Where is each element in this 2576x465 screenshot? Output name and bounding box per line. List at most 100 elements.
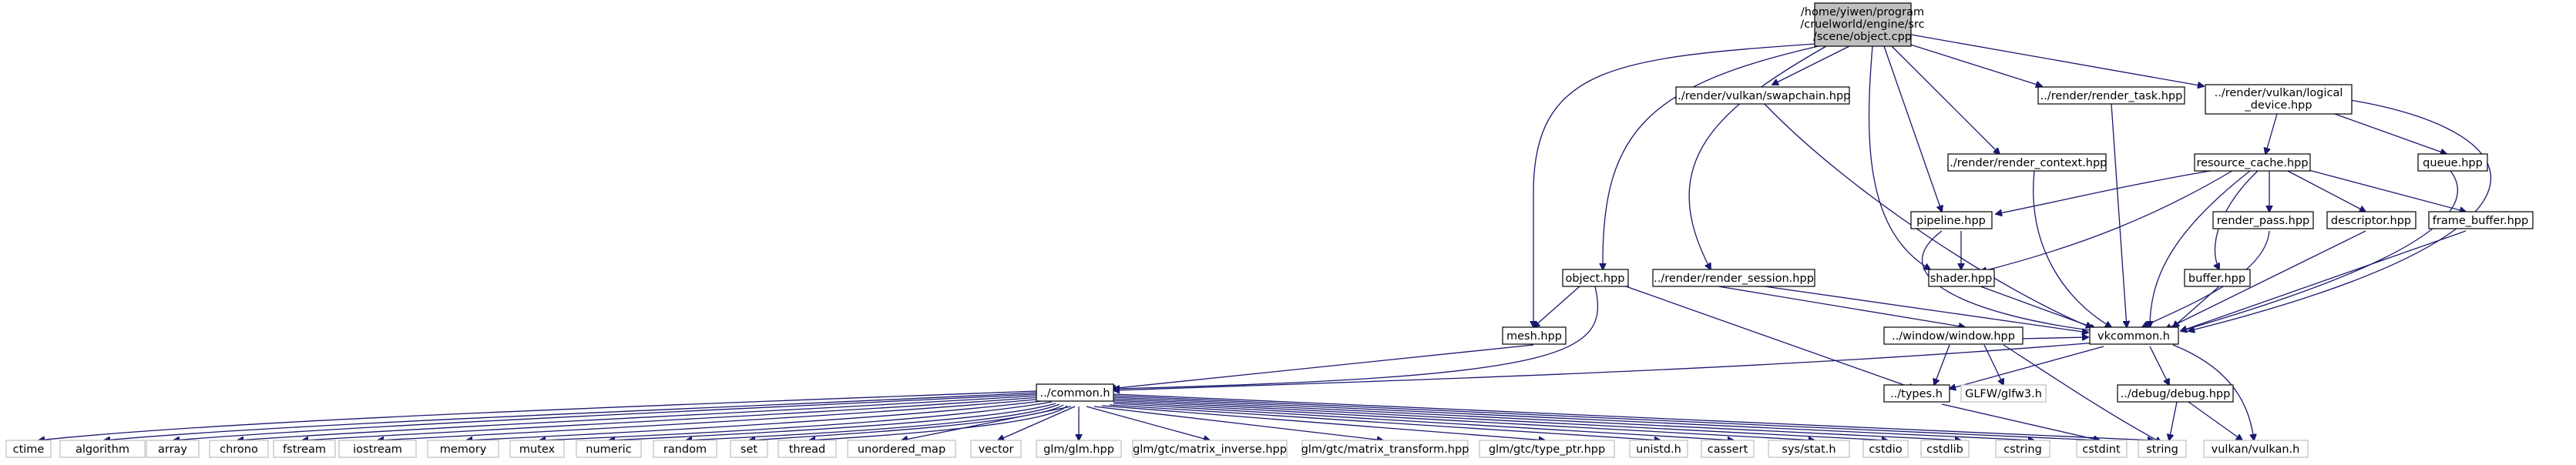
edge-swapchain-vkcommon — [1764, 103, 2096, 330]
node-system-header[interactable]: cassert — [1701, 440, 1755, 458]
edge-root-render-context — [1891, 45, 2000, 154]
node-label: /cruelworld/engine/src — [1800, 18, 1924, 31]
node-frame-buffer[interactable]: frame_buffer.hpp — [2428, 211, 2534, 229]
node-label: shader.hpp — [1930, 273, 1993, 285]
node-types[interactable]: ../types.h — [1883, 384, 1950, 403]
node-system-header[interactable]: cstdlib — [1920, 440, 1970, 458]
node-label: chrono — [220, 443, 258, 456]
node-queue[interactable]: queue.hpp — [2417, 153, 2488, 172]
edge-root-pipeline — [1883, 45, 1942, 212]
node-label: cstring — [2003, 443, 2042, 456]
node-system-header[interactable]: unordered_map — [847, 440, 956, 458]
node-label: algorithm — [76, 443, 129, 456]
edge-types-cstdint — [1941, 403, 2100, 440]
node-label: memory — [440, 443, 487, 456]
edge-vkcommon-debug — [2149, 346, 2169, 385]
node-render-task[interactable]: ../render/render_task.hpp — [2037, 86, 2185, 105]
node-system-header[interactable]: glm/gtc/matrix_inverse.hpp — [1132, 440, 1288, 458]
node-shader[interactable]: shader.hpp — [1928, 269, 1995, 287]
node-render-context[interactable]: ../render/render_context.hpp — [1946, 153, 2107, 172]
node-descriptor[interactable]: descriptor.hpp — [2326, 211, 2416, 229]
node-system-header[interactable]: cstring — [1995, 440, 2050, 458]
node-render-session[interactable]: ../render/render_session.hpp — [1652, 269, 1815, 287]
node-system-header[interactable]: chrono — [209, 440, 269, 458]
edge-logical-vkcommon — [2188, 99, 2492, 331]
edge-common-matrix-inverse — [1086, 406, 1210, 440]
node-label: GLFW/glfw3.h — [1965, 388, 2042, 400]
edge-buffer-vkcommon — [2173, 286, 2220, 327]
node-buffer[interactable]: buffer.hpp — [2184, 269, 2251, 287]
node-label: array — [158, 443, 187, 456]
edge-render-task-vkcommon — [2111, 103, 2127, 327]
node-system-header[interactable]: cstdio — [1862, 440, 1909, 458]
node-system-header[interactable]: glm/glm.hpp — [1036, 440, 1122, 458]
node-system-header[interactable]: mutex — [509, 440, 565, 458]
node-label: object.hpp — [1566, 273, 1625, 285]
node-cstdint[interactable]: cstdint — [2076, 440, 2128, 458]
node-system-header[interactable]: memory — [427, 440, 499, 458]
edge-queue-vkcommon — [2181, 170, 2458, 331]
edge-pipeline-vkcommon — [1922, 230, 2096, 331]
node-label: vulkan/vulkan.h — [2212, 443, 2300, 456]
edge-common-ctime — [39, 390, 1037, 440]
edge-debug-string — [2169, 401, 2178, 440]
node-common[interactable]: ../common.h — [1036, 383, 1114, 402]
edge-common-cassert — [1113, 403, 1734, 440]
node-glfw[interactable]: GLFW/glfw3.h — [1960, 384, 2047, 403]
edge-debug-vulkan — [2188, 401, 2242, 440]
node-system-header[interactable]: iostream — [338, 440, 417, 458]
node-system-header[interactable]: unistd.h — [1629, 440, 1688, 458]
edge-root-shader — [1868, 45, 1930, 269]
edge-logical-resource-cache — [2265, 113, 2278, 154]
node-debug[interactable]: ../debug/debug.hpp — [2117, 384, 2234, 403]
edge-root-logical — [1910, 34, 2204, 86]
node-system-header[interactable]: random — [653, 440, 717, 458]
node-label: resource_cache.hpp — [2196, 157, 2308, 169]
node-system-header[interactable]: vector — [970, 440, 1022, 458]
node-system-header[interactable]: set — [730, 440, 768, 458]
node-logical-device[interactable]: ../render/vulkan/logical _device.hpp — [2205, 84, 2353, 115]
node-vulkan[interactable]: vulkan/vulkan.h — [2203, 440, 2309, 458]
node-window[interactable]: ../window/window.hpp — [1883, 326, 2024, 345]
node-system-header[interactable]: thread — [778, 440, 837, 458]
node-system-header[interactable]: sys/stat.h — [1768, 440, 1850, 458]
edge-frame-buffer-vkcommon — [2181, 230, 2467, 331]
node-string[interactable]: string — [2138, 440, 2187, 458]
node-render-pass[interactable]: render_pass.hpp — [2212, 211, 2314, 229]
node-label: queue.hpp — [2423, 157, 2483, 169]
node-label: unistd.h — [1636, 443, 1681, 456]
node-label: ctime — [13, 443, 45, 456]
node-resource-cache[interactable]: resource_cache.hpp — [2194, 153, 2311, 172]
node-swapchain[interactable]: ../render/vulkan/swapchain.hpp — [1674, 86, 1851, 105]
node-system-header[interactable]: algorithm — [59, 440, 146, 458]
node-pipeline[interactable]: pipeline.hpp — [1910, 211, 1993, 229]
edge-common-cstdint — [1113, 395, 2100, 440]
edge-common-type-ptr — [1101, 405, 1545, 440]
node-label: thread — [789, 443, 826, 456]
edge-common-random — [686, 403, 1060, 440]
node-label: unordered_map — [858, 443, 945, 456]
node-vkcommon[interactable]: vkcommon.h — [2089, 326, 2179, 345]
node-object-cpp[interactable]: /home/yiwen/program /cruelworld/engine/s… — [1800, 2, 1925, 47]
node-system-header[interactable]: glm/gtc/matrix_transform.hpp — [1301, 440, 1469, 458]
node-mesh[interactable]: mesh.hpp — [1502, 326, 1567, 345]
edge-common-fstream — [302, 396, 1041, 440]
node-label: ../common.h — [1039, 387, 1110, 400]
edge-root-render-session — [1688, 45, 1827, 269]
node-label: vector — [979, 443, 1014, 456]
node-system-header[interactable]: glm/gtc/type_ptr.hpp — [1479, 440, 1615, 458]
edge-render-pass-vkcommon — [2142, 230, 2270, 327]
edge-logical-queue — [2334, 113, 2447, 154]
node-label: pipeline.hpp — [1916, 215, 1986, 227]
node-system-header[interactable]: fstream — [273, 440, 336, 458]
node-label: ../debug/debug.hpp — [2121, 388, 2231, 400]
node-system-header[interactable]: ctime — [5, 440, 52, 458]
node-system-header[interactable]: array — [146, 440, 200, 458]
edge-rc-descriptor — [2284, 169, 2366, 212]
node-label: sys/stat.h — [1782, 443, 1835, 456]
nodes: /home/yiwen/program /cruelworld/engine/s… — [5, 2, 2534, 458]
node-system-header[interactable]: numeric — [576, 440, 642, 458]
edge-common-mutex — [539, 401, 1053, 440]
node-object-hpp[interactable]: object.hpp — [1562, 269, 1629, 287]
edge-window-vkcommon — [2018, 337, 2088, 339]
